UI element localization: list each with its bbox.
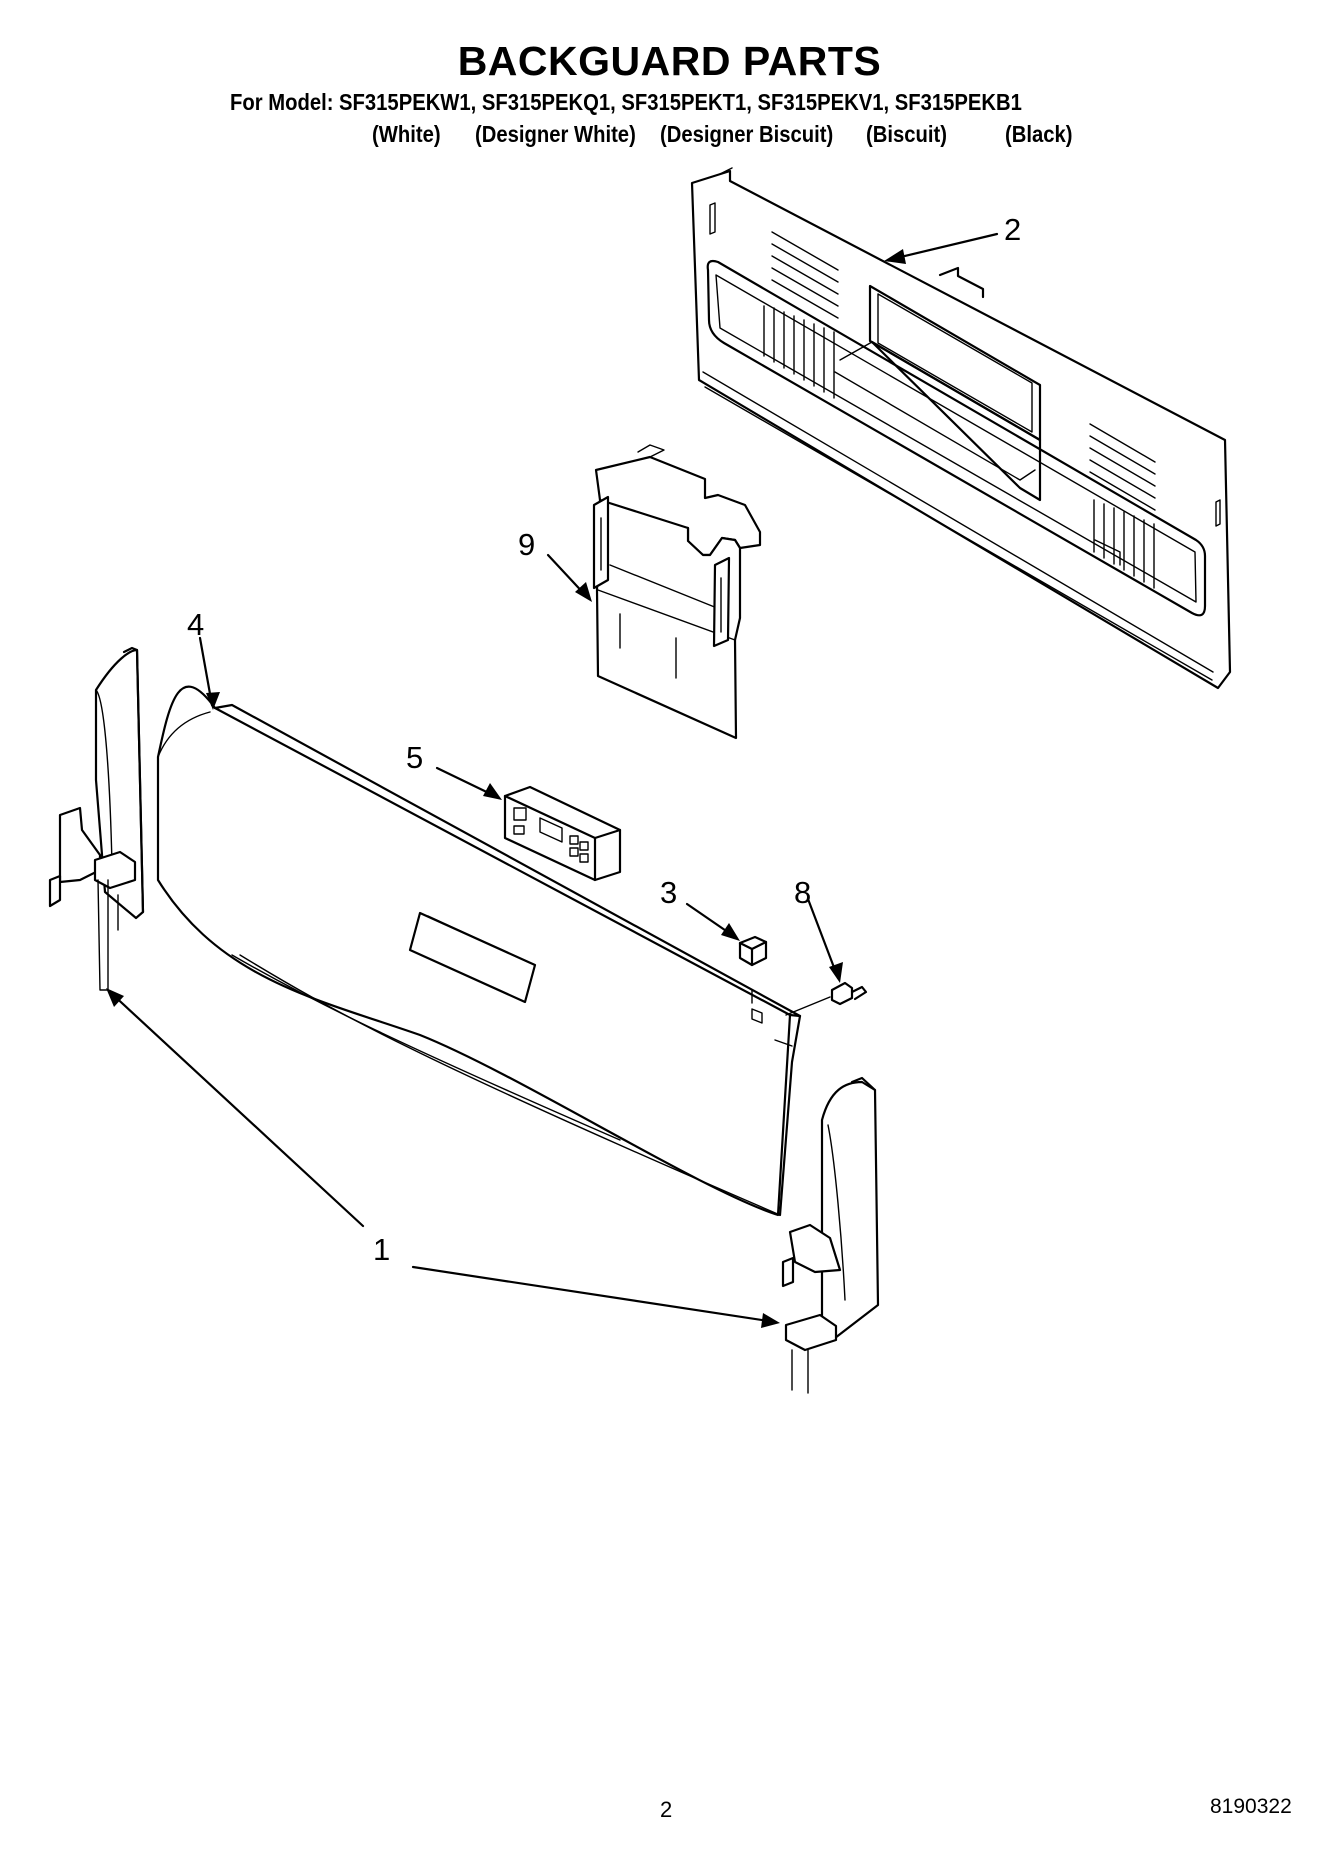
leader-lines bbox=[106, 232, 999, 1328]
end-cap-left-part-1 bbox=[48, 646, 145, 991]
callout-2: 2 bbox=[1004, 212, 1021, 247]
switch-part-3 bbox=[738, 935, 768, 1004]
louver-slots-left bbox=[763, 231, 839, 399]
model-list: For Model: SF315PEKW1, SF315PEKQ1, SF315… bbox=[230, 89, 1022, 115]
callout-8: 8 bbox=[794, 875, 811, 910]
finish-label-biscuit: (Biscuit) bbox=[866, 121, 947, 147]
end-cap-right-part-1 bbox=[781, 1076, 880, 1394]
callout-5: 5 bbox=[406, 740, 423, 775]
control-module-part-5 bbox=[503, 785, 622, 882]
backguard-console-part-4 bbox=[156, 685, 802, 1217]
callout-9: 9 bbox=[518, 527, 535, 562]
finish-label-black: (Black) bbox=[1005, 121, 1073, 147]
document-number: 8190322 bbox=[1210, 1795, 1292, 1818]
page-title: BACKGUARD PARTS bbox=[457, 38, 882, 84]
callout-3: 3 bbox=[660, 875, 677, 910]
finish-label-designer-white: (Designer White) bbox=[475, 121, 636, 147]
finish-label-white: (White) bbox=[372, 121, 441, 147]
page-number: 2 bbox=[660, 1797, 673, 1822]
finish-label-designer-biscuit: (Designer Biscuit) bbox=[660, 121, 834, 147]
mounting-bracket-part-9 bbox=[592, 444, 762, 740]
rear-panel-part-2 bbox=[690, 167, 1232, 690]
callout-4: 4 bbox=[187, 607, 204, 642]
louver-slots-right bbox=[1089, 423, 1156, 589]
screw-part-8 bbox=[830, 981, 868, 1006]
callout-1: 1 bbox=[373, 1232, 390, 1267]
